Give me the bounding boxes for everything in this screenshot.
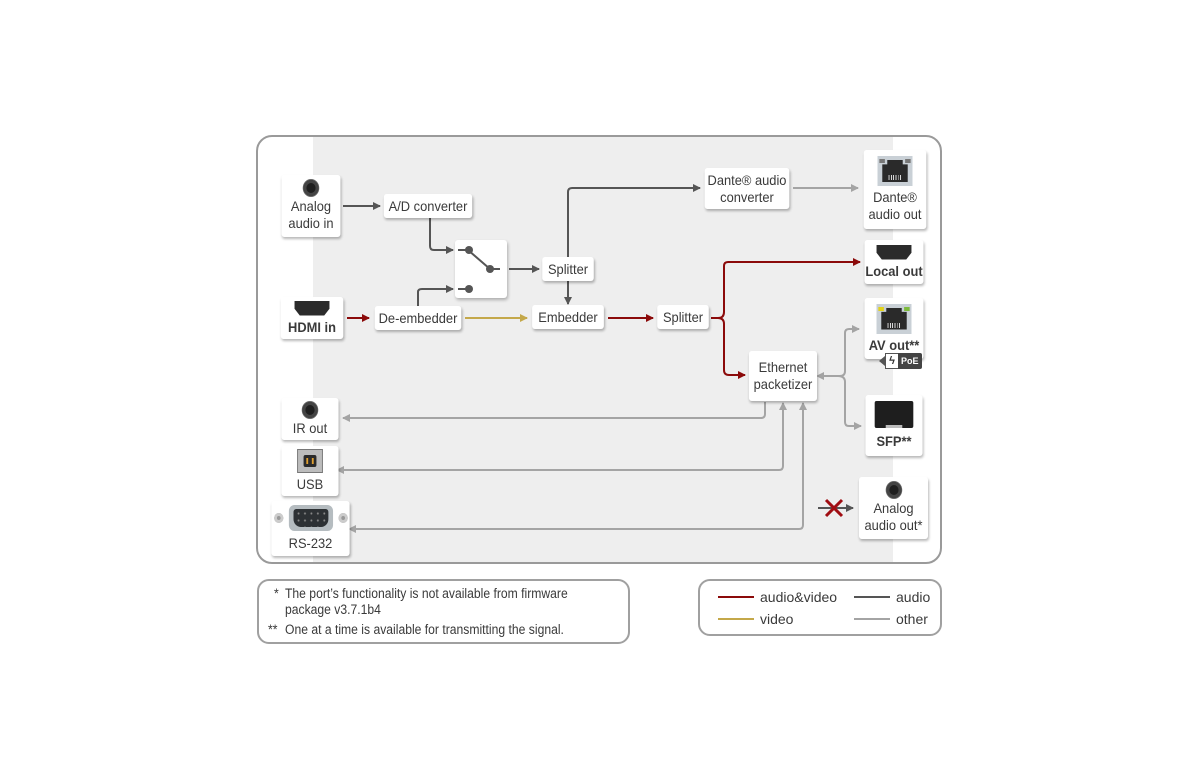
footnote-2-mark: ** [268,622,278,637]
av-splitter-block: Splitter [657,305,709,329]
de-embedder-block: De-embedder [374,306,462,330]
hdmi-connector-icon [876,244,912,260]
audio-source-switch [455,240,507,298]
legend-swatch-audio-video [718,596,754,598]
analog-audio-in-port: Analog audio in [281,175,341,237]
sfp-cage-icon [874,401,914,428]
legend-item-other: other [854,611,928,627]
av-out-port: AV out** [864,298,924,359]
legend-swatch-other [854,618,890,620]
poe-arrow-icon [879,356,885,366]
ir-jack-icon [302,401,318,418]
device-frame [256,135,942,564]
usb-b-connector-icon [297,449,323,473]
db9-connector-icon [273,505,348,531]
sfp-port: SFP** [865,395,923,456]
embedder-block: Embedder [532,305,604,329]
dante-audio-out-port: Dante® audio out [863,150,927,229]
hdmi-connector-icon [294,300,330,316]
legend-item-video: video [718,611,793,627]
local-out-port: Local out [864,240,924,284]
analog-audio-out-port: Analog audio out* [859,477,928,539]
legend-swatch-video [718,618,754,620]
rj45-connector-icon [876,303,912,334]
footnote-2-text: One at a time is available for transmitt… [285,622,564,637]
footnotes-box: * The port’s functionality is not availa… [257,579,630,644]
audio-jack-icon [886,482,901,498]
rj45-connector-icon [877,156,913,186]
audio-jack-icon [303,180,319,196]
legend: audio&video audio video other [698,579,942,636]
legend-item-audio: audio [854,589,930,605]
footnote-1-line-1: The port’s functionality is not availabl… [285,586,568,601]
audio-splitter-block: Splitter [542,257,594,281]
dante-audio-converter-block: Dante® audio converter [704,168,790,209]
footnote-1-mark: * [274,586,279,601]
footnote-1-line-2: package v3.7.1b4 [285,602,381,617]
legend-item-audio-video: audio&video [718,589,837,605]
ethernet-packetizer-block: Ethernet packetizer [748,351,818,401]
hdmi-in-port: HDMI in [280,297,344,339]
legend-swatch-audio [854,596,890,598]
ir-out-port: IR out [281,398,339,440]
usb-port: USB [281,446,339,496]
lightning-bolt-icon: ϟ [885,353,898,369]
rs232-port: RS-232 [271,501,350,556]
poe-badge: ϟ PoE [879,353,922,369]
ad-converter-block: A/D converter [383,194,473,218]
